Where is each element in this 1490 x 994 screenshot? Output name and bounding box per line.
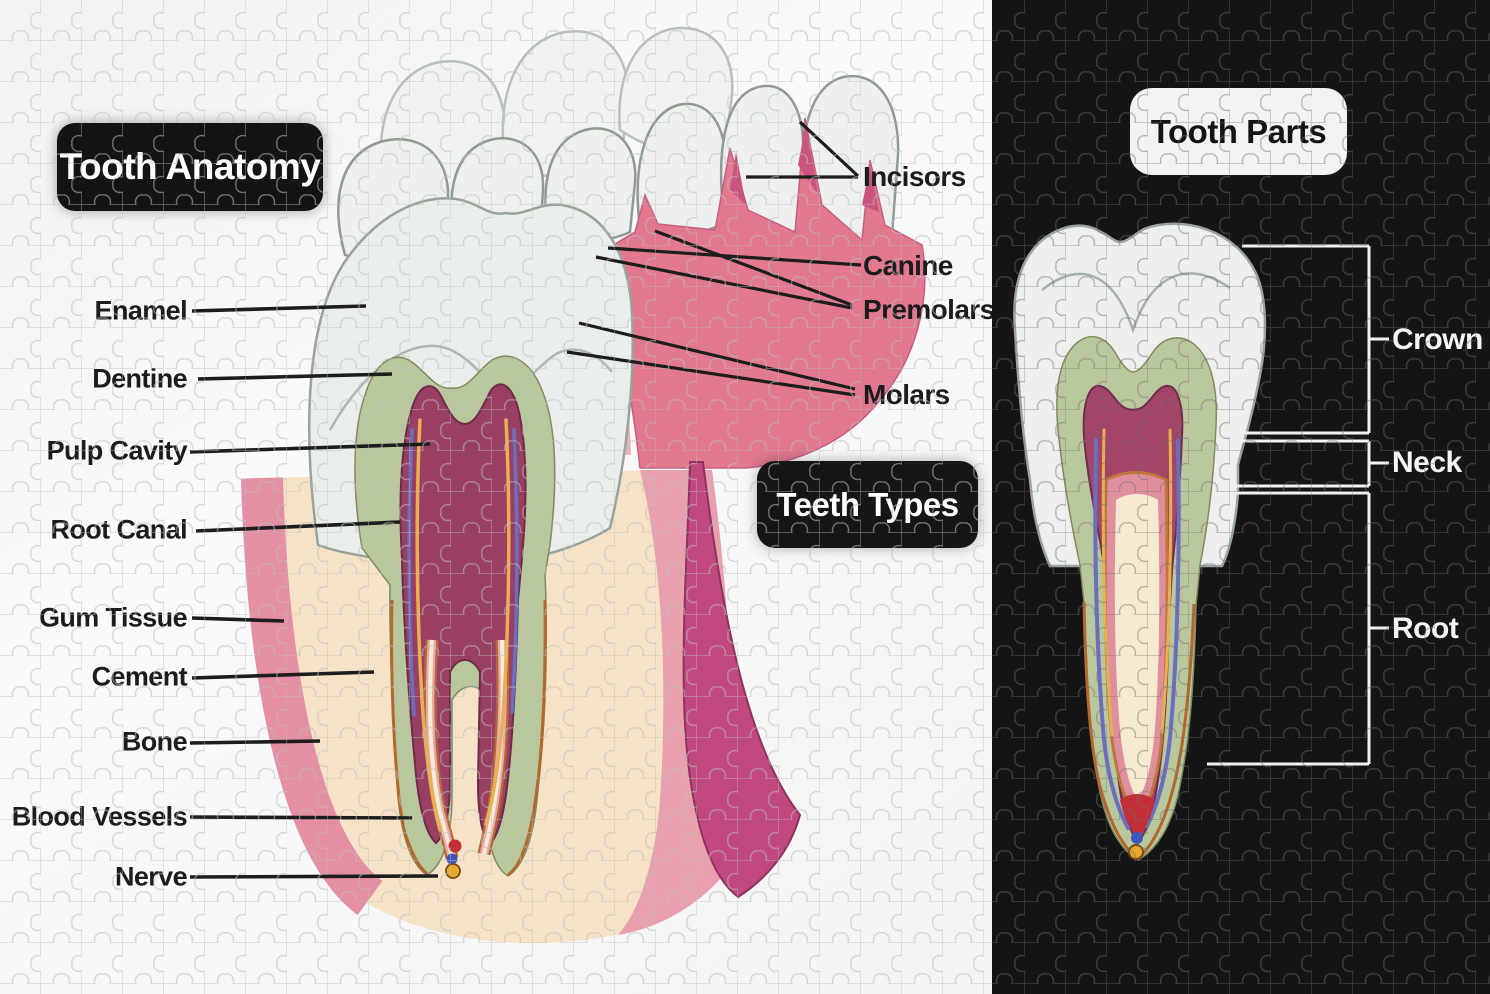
root-bracket (1207, 491, 1389, 766)
label-canine: Canine (863, 250, 953, 281)
label-neck: Neck (1392, 446, 1462, 479)
label-gum-tissue: Gum Tissue (38, 602, 188, 633)
teeth-types-title-box: Teeth Types (757, 461, 978, 548)
tooth-anatomy-panel: Tooth Anatomy Enamel Dentine Pulp Cavity… (0, 0, 995, 994)
label-bone: Bone (121, 726, 188, 757)
tooth-parts-title: Tooth Parts (1150, 112, 1327, 150)
label-root: Root (1392, 612, 1459, 645)
anatomy-title: Tooth Anatomy (59, 146, 321, 187)
label-enamel: Enamel (94, 295, 188, 326)
neck-bracket (1234, 439, 1389, 488)
tooth-parts-panel: Tooth Parts Crown Neck Root (992, 0, 1490, 994)
label-premolars: Premolars (863, 294, 995, 325)
label-dentine: Dentine (92, 363, 187, 394)
anatomy-title-box: Tooth Anatomy (57, 123, 323, 211)
label-nerve: Nerve (114, 861, 188, 892)
label-pulp-cavity: Pulp Cavity (46, 435, 188, 466)
label-incisors: Incisors (863, 161, 966, 192)
label-crown: Crown (1392, 323, 1483, 356)
label-molars: Molars (863, 379, 950, 410)
label-root-canal: Root Canal (50, 514, 187, 545)
tooth-parts-title-box: Tooth Parts (1130, 88, 1347, 175)
label-blood-vessels: Blood Vessels (11, 801, 188, 832)
teeth-types-title: Teeth Types (776, 485, 959, 523)
label-cement: Cement (91, 661, 188, 692)
